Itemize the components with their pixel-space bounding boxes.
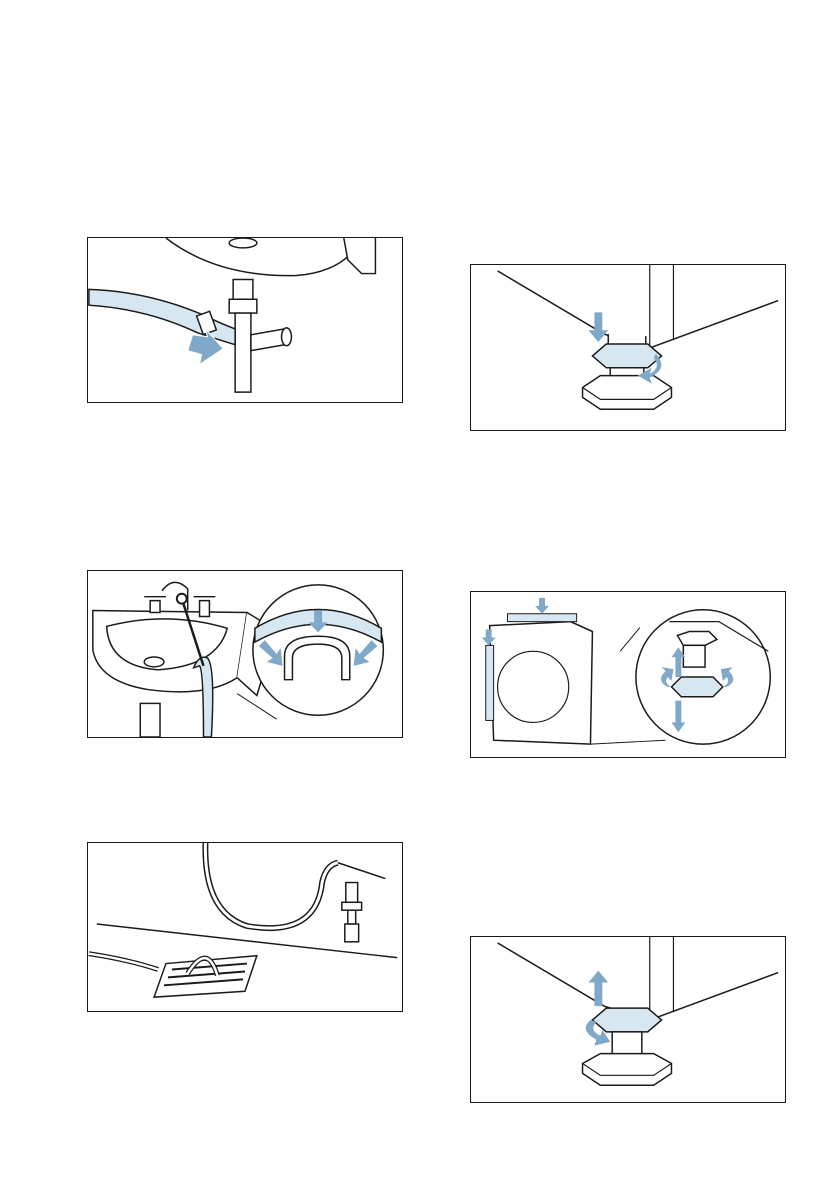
drain-hose-to-sink-siphon-illustration: [88, 238, 402, 402]
drain-hose-over-washbasin-illustration: [88, 571, 402, 737]
appliance-foot-lock-nut-illustration: [471, 265, 785, 430]
foot-height-adjust-figure: [470, 936, 786, 1103]
level-adjustment-figure: [470, 591, 786, 758]
sink-siphon-figure: [87, 237, 403, 403]
drain-hose-to-floor-drain-illustration: [88, 843, 402, 1011]
floor-drain-figure: [87, 842, 403, 1012]
washbasin-figure: [87, 570, 403, 738]
appliance-foot-height-adjust-illustration: [471, 937, 785, 1102]
foot-lock-nut-figure: [470, 264, 786, 431]
spirit-level-and-foot-adjustment-illustration: [471, 592, 785, 757]
